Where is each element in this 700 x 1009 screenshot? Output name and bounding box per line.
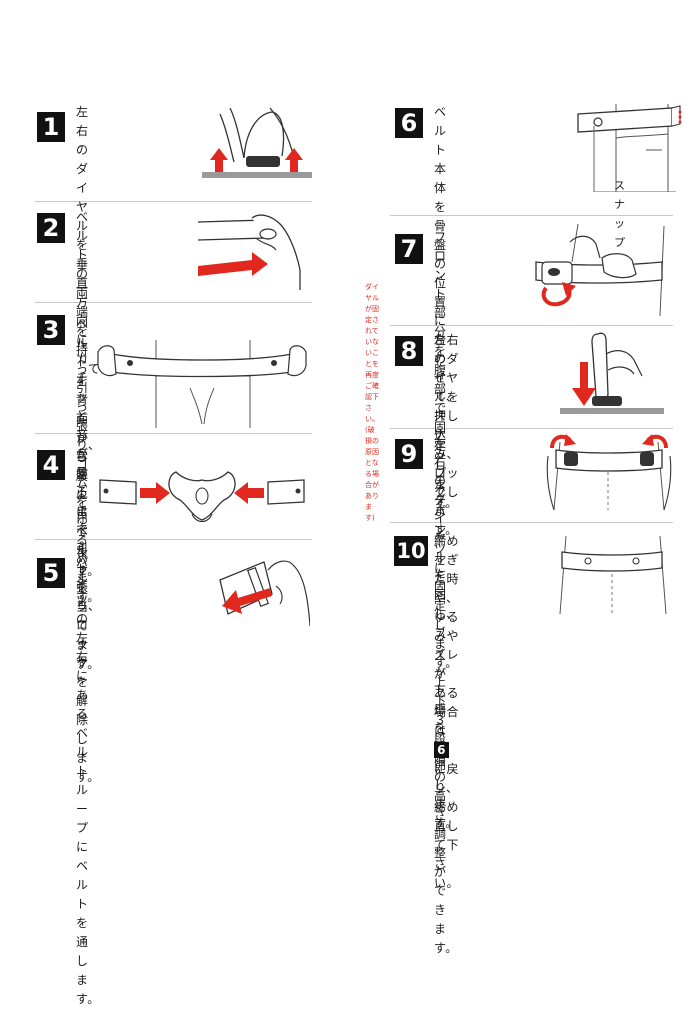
warning-note: ダイヤルが固定されていないことを 再度ご確認下さい。 (破損の原因となる場合があ… [365,282,379,524]
divider [390,428,673,429]
step-text-a: 締めすぎた時や、 ゆるみやズレが ある場合は [434,534,459,738]
belt-loop-icon [214,550,310,628]
step-number: 6 [395,108,423,138]
dial-pull-up-icon [202,100,312,184]
step-reference-badge: 6 [434,742,449,758]
step-text-b: に戻り、 締め直して下さい。 [434,762,459,890]
divider [390,522,673,523]
dial-rotate-icon [546,432,672,510]
step-text: パンツの左右にある ベルトループに ベルトを通します。 [76,553,100,1009]
step-number: 4 [37,450,65,480]
divider [390,215,673,216]
step-number: 3 [37,315,65,345]
step-number: 7 [395,234,423,264]
belt-on-back-icon [94,336,310,428]
pelvis-belt-icon [96,466,308,528]
step-number: 10 [394,536,428,566]
step-text: 締めすぎた時や、 ゆるみやズレが ある場合は 6 に戻り、 締め直して下さい。 [434,532,459,893]
divider [390,325,673,326]
front-fasten-icon [532,222,676,316]
step-number: 2 [37,213,65,243]
step-number: 9 [395,439,423,469]
hands-stretch-belt-icon [196,210,310,292]
step-number: 1 [37,112,65,142]
snap-pants-icon [576,100,686,192]
dial-press-down-icon [558,330,668,418]
belt-finished-icon [552,530,672,614]
step-number: 5 [37,558,65,588]
step-number: 8 [395,336,423,366]
